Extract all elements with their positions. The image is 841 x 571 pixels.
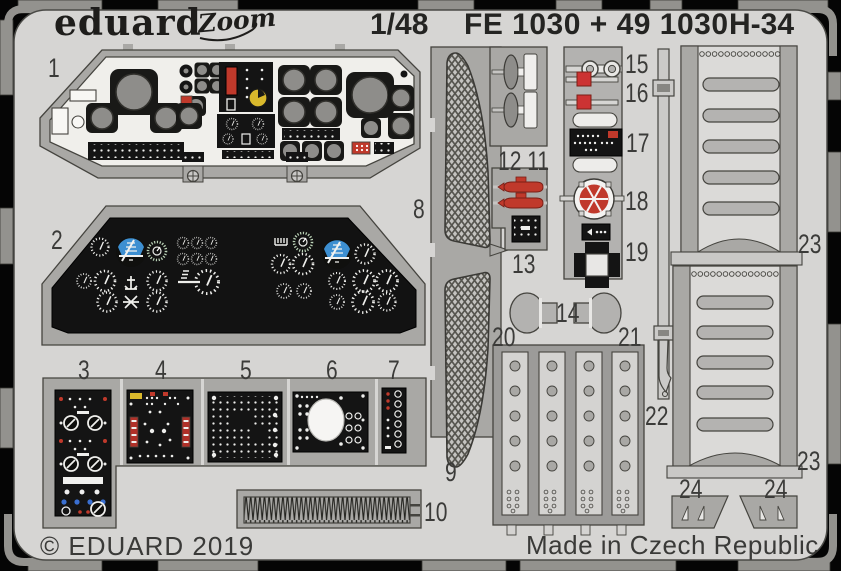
copyright: © EDUARD 2019 xyxy=(40,531,255,561)
part-14-knobs xyxy=(509,292,622,334)
part-2-instrument-panel xyxy=(41,205,426,346)
part-7-panel xyxy=(381,387,407,454)
part-10-coil-strip xyxy=(236,489,422,529)
part-label-24-left: 24 xyxy=(679,474,703,504)
part-label-8: 8 xyxy=(413,194,425,224)
part-9-screen xyxy=(444,271,491,468)
part-8-screen xyxy=(444,52,491,249)
part-label-17: 17 xyxy=(626,128,650,158)
part-1-instrument-panel xyxy=(39,44,421,183)
part-label-10: 10 xyxy=(424,497,448,527)
strap-strip xyxy=(501,351,639,516)
part-label-21: 21 xyxy=(618,322,642,352)
part-label-3: 3 xyxy=(78,355,90,385)
scale-label: 1/48 xyxy=(370,8,429,41)
part-22-belt xyxy=(652,48,675,400)
part-label-5: 5 xyxy=(240,355,252,385)
part-17-panel xyxy=(569,112,623,173)
part-16-rods xyxy=(565,71,619,110)
part-label-15: 15 xyxy=(625,49,649,79)
part-3-panel xyxy=(54,389,112,517)
part-23-seat-frame-bottom xyxy=(666,265,803,479)
part-label-18: 18 xyxy=(625,186,649,216)
part-label-2: 2 xyxy=(51,225,63,255)
subject-label: H-34 xyxy=(729,8,795,41)
parts-3-7-group xyxy=(42,377,427,529)
parts-24-brackets xyxy=(671,495,798,529)
red-lever xyxy=(497,176,544,193)
part-label-20: 20 xyxy=(492,322,516,352)
part-label-1: 1 xyxy=(48,53,60,83)
part-6-panel xyxy=(292,391,369,453)
part-label-12-11: 12 11 xyxy=(498,146,550,176)
part-13-group xyxy=(491,167,548,251)
part-23-seat-frame-top xyxy=(670,45,803,266)
parts-20-21-straps xyxy=(492,344,645,536)
parts-11-12-levers xyxy=(489,46,548,147)
part-label-6: 6 xyxy=(326,355,338,385)
made-in: Made in Czech Republic xyxy=(526,530,819,560)
part-19-mount xyxy=(574,223,620,288)
part-label-24-right: 24 xyxy=(764,474,788,504)
part-label-19: 19 xyxy=(625,237,649,267)
part-label-14: 14 xyxy=(556,298,580,328)
product-codes: FE 1030 + 49 1030 xyxy=(464,8,729,41)
brand-logo: eduard xyxy=(54,2,202,44)
parts-15-19-column xyxy=(559,46,625,288)
part-label-9: 9 xyxy=(445,457,457,487)
part-label-23-bottom: 23 xyxy=(797,446,821,476)
zoom-logo-swoosh xyxy=(199,20,258,42)
part-5-panel xyxy=(207,391,283,463)
parts-8-9-mesh-screens xyxy=(427,46,510,468)
part-label-7: 7 xyxy=(388,355,400,385)
part-label-23-top: 23 xyxy=(798,229,822,259)
part-label-13: 13 xyxy=(512,249,536,279)
part-18-dial xyxy=(559,178,625,220)
part-label-22: 22 xyxy=(645,401,669,431)
red-lever xyxy=(497,192,544,209)
part-label-4: 4 xyxy=(155,355,167,385)
part-label-16: 16 xyxy=(625,78,649,108)
part-4-panel xyxy=(126,389,194,464)
